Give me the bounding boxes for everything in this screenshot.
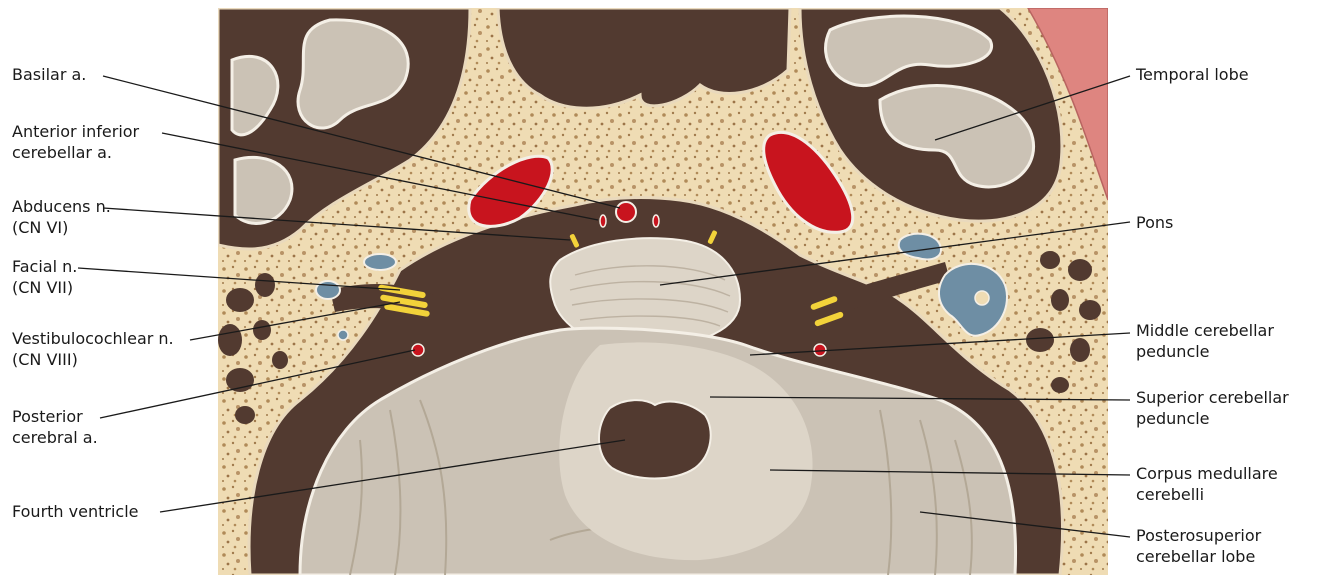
label-line: Facial n. [12,256,77,277]
illustration [218,8,1108,575]
fourth-ventricle [599,400,711,478]
label-corpus-medullare: Corpus medullare cerebelli [1136,463,1278,505]
label-vestibulocochlear: Vestibulocochlear n. (CN VIII) [12,328,174,370]
label-line: Fourth ventricle [12,501,138,522]
label-line: Abducens n. [12,196,111,217]
label-line: (CN VII) [12,277,77,298]
label-basilar-artery: Basilar a. [12,64,86,85]
label-line: Posterior [12,406,98,427]
label-fourth-ventricle: Fourth ventricle [12,501,138,522]
aica-left [600,215,606,227]
label-temporal-lobe: Temporal lobe [1136,64,1249,85]
left-vein-upper [364,254,396,270]
label-line: peduncle [1136,408,1289,429]
label-line: cerebellar lobe [1136,546,1261,567]
basilar-artery [616,202,636,222]
label-line: Basilar a. [12,64,86,85]
label-line: Posterosuperior [1136,525,1261,546]
label-line: Middle cerebellar [1136,320,1274,341]
label-middle-cerebellar-peduncle: Middle cerebellar peduncle [1136,320,1274,362]
label-line: Superior cerebellar [1136,387,1289,408]
label-line: cerebelli [1136,484,1278,505]
left-vein-small [338,330,348,340]
left-vein-sigmoid [316,281,340,299]
label-line: Pons [1136,212,1173,233]
label-line: peduncle [1136,341,1274,362]
label-line: cerebral a. [12,427,98,448]
label-abducens: Abducens n. (CN VI) [12,196,111,238]
label-aica: Anterior inferior cerebellar a. [12,121,139,163]
label-pons: Pons [1136,212,1173,233]
label-posterior-cerebral: Posterior cerebral a. [12,406,98,448]
label-line: cerebellar a. [12,142,139,163]
label-line: Corpus medullare [1136,463,1278,484]
label-line: Anterior inferior [12,121,139,142]
label-line: Vestibulocochlear n. [12,328,174,349]
label-line: Temporal lobe [1136,64,1249,85]
label-posterosuperior-lobe: Posterosuperior cerebellar lobe [1136,525,1261,567]
label-line: (CN VI) [12,217,111,238]
label-superior-cerebellar-peduncle: Superior cerebellar peduncle [1136,387,1289,429]
right-cochlea-hole [975,291,989,305]
label-facial: Facial n. (CN VII) [12,256,77,298]
posterior-cerebral-right [814,344,826,356]
aica-right [653,215,659,227]
label-line: (CN VIII) [12,349,174,370]
